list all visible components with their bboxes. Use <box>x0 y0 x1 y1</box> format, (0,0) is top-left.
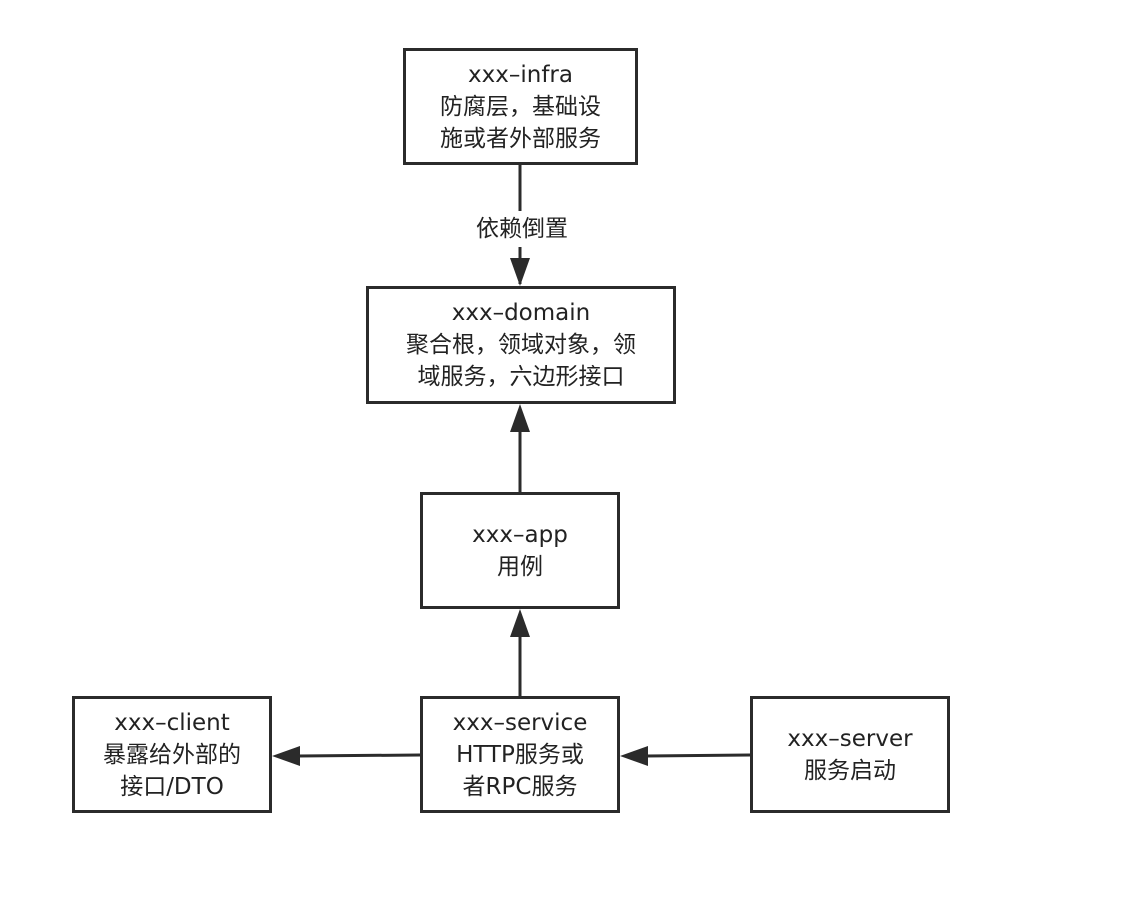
node-server-desc-line-1: 服务启动 <box>804 757 896 784</box>
node-client-title: xxx–client <box>114 709 230 736</box>
arrow-head-service-right <box>620 746 648 766</box>
node-infra-title: xxx–infra <box>468 61 573 88</box>
edge-service-to-client <box>297 753 421 758</box>
arrow-head-client-right <box>272 746 300 766</box>
node-xxx-app: xxx–app 用例 <box>420 492 620 609</box>
node-app-desc-line-1: 用例 <box>497 553 543 580</box>
node-domain-desc-line-2: 域服务，六边形接口 <box>417 364 625 390</box>
edge-label-dependency-inversion: 依赖倒置 <box>452 211 592 247</box>
node-client-desc-line-2: 接口/DTO <box>120 773 224 800</box>
node-server-title: xxx–server <box>787 725 913 752</box>
node-xxx-service: xxx–service HTTP服务或 者RPC服务 <box>420 696 620 813</box>
node-service-title: xxx–service <box>452 709 588 736</box>
node-xxx-infra: xxx–infra 防腐层，基础设 施或者外部服务 <box>403 48 638 165</box>
node-infra-desc-line-1: 防腐层，基础设 <box>440 93 601 120</box>
edge-server-to-service <box>645 753 751 758</box>
node-xxx-domain: xxx–domain 聚合根，领域对象，领 域服务，六边形接口 <box>366 286 676 404</box>
node-xxx-client: xxx–client 暴露给外部的 接口/DTO <box>72 696 272 813</box>
node-service-desc-line-1: HTTP服务或 <box>456 741 584 768</box>
node-app-title: xxx–app <box>472 521 568 548</box>
arrow-head-domain-bottom <box>510 404 530 432</box>
arrow-head-app-bottom <box>510 609 530 637</box>
node-infra-desc-line-2: 施或者外部服务 <box>440 125 601 152</box>
arrow-head-domain-top <box>510 258 530 286</box>
node-client-desc-line-1: 暴露给外部的 <box>103 741 241 768</box>
node-xxx-server: xxx–server 服务启动 <box>750 696 950 813</box>
node-domain-desc-line-1: 聚合根，领域对象，领 <box>406 332 636 358</box>
node-domain-title: xxx–domain <box>451 300 591 326</box>
node-service-desc-line-2: 者RPC服务 <box>462 773 578 800</box>
